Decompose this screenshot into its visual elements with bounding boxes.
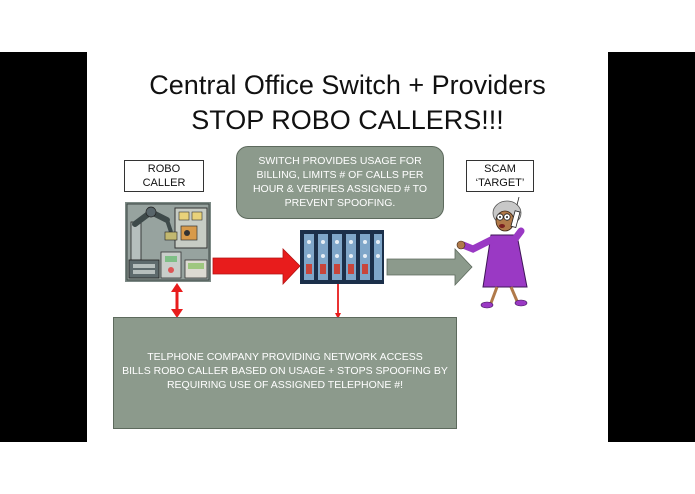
- scam-target-label: SCAM ‘TARGET’: [466, 160, 534, 192]
- scam-label-line1: SCAM: [484, 163, 516, 175]
- connector-arrows: [171, 247, 473, 319]
- robot-arm-machine-icon: [125, 202, 211, 282]
- switch-text-line: HOUR & VERIFIES ASSIGNED # TO: [252, 183, 428, 195]
- telco-text-line: TELPHONE COMPANY PROVIDING NETWORK ACCES…: [147, 351, 423, 363]
- woman-on-phone-icon: [456, 197, 528, 309]
- switch-text-line: SWITCH PROVIDES USAGE FOR: [258, 155, 422, 167]
- telco-text-line: REQUIRING USE OF ASSIGNED TELEPHONE #!: [166, 379, 404, 391]
- red-line-switch-telco: [335, 284, 341, 319]
- red-double-arrow-robo-telco: [171, 283, 183, 318]
- switchboard-icon: [300, 230, 384, 284]
- gray-arrow-switch-to-target: [386, 247, 473, 287]
- slide: Central Office Switch + Providers STOP R…: [87, 52, 608, 442]
- robo-label-line1: ROBO: [147, 163, 181, 175]
- switch-text-line: BILLING, LIMITS # OF CALLS PER: [256, 169, 424, 181]
- slide-title-line1: Central Office Switch + Providers: [149, 70, 546, 100]
- robo-caller-label: ROBO CALLER: [124, 160, 204, 192]
- letterbox-right: [608, 52, 695, 442]
- switch-text-line: PREVENT SPOOFING.: [284, 197, 396, 209]
- telco-text-line: BILLS ROBO CALLER BASED ON USAGE + STOPS…: [122, 365, 448, 377]
- slide-title-line2: STOP ROBO CALLERS!!!: [191, 105, 504, 135]
- telco-description-box: TELPHONE COMPANY PROVIDING NETWORK ACCES…: [113, 317, 457, 429]
- scam-label-line2: ‘TARGET’: [475, 177, 525, 189]
- robo-label-line2: CALLER: [142, 177, 186, 189]
- red-arrow-robo-to-switch: [212, 248, 301, 286]
- switch-description-box: SWITCH PROVIDES USAGE FOR BILLING, LIMIT…: [236, 146, 444, 219]
- letterbox-left: [0, 52, 87, 442]
